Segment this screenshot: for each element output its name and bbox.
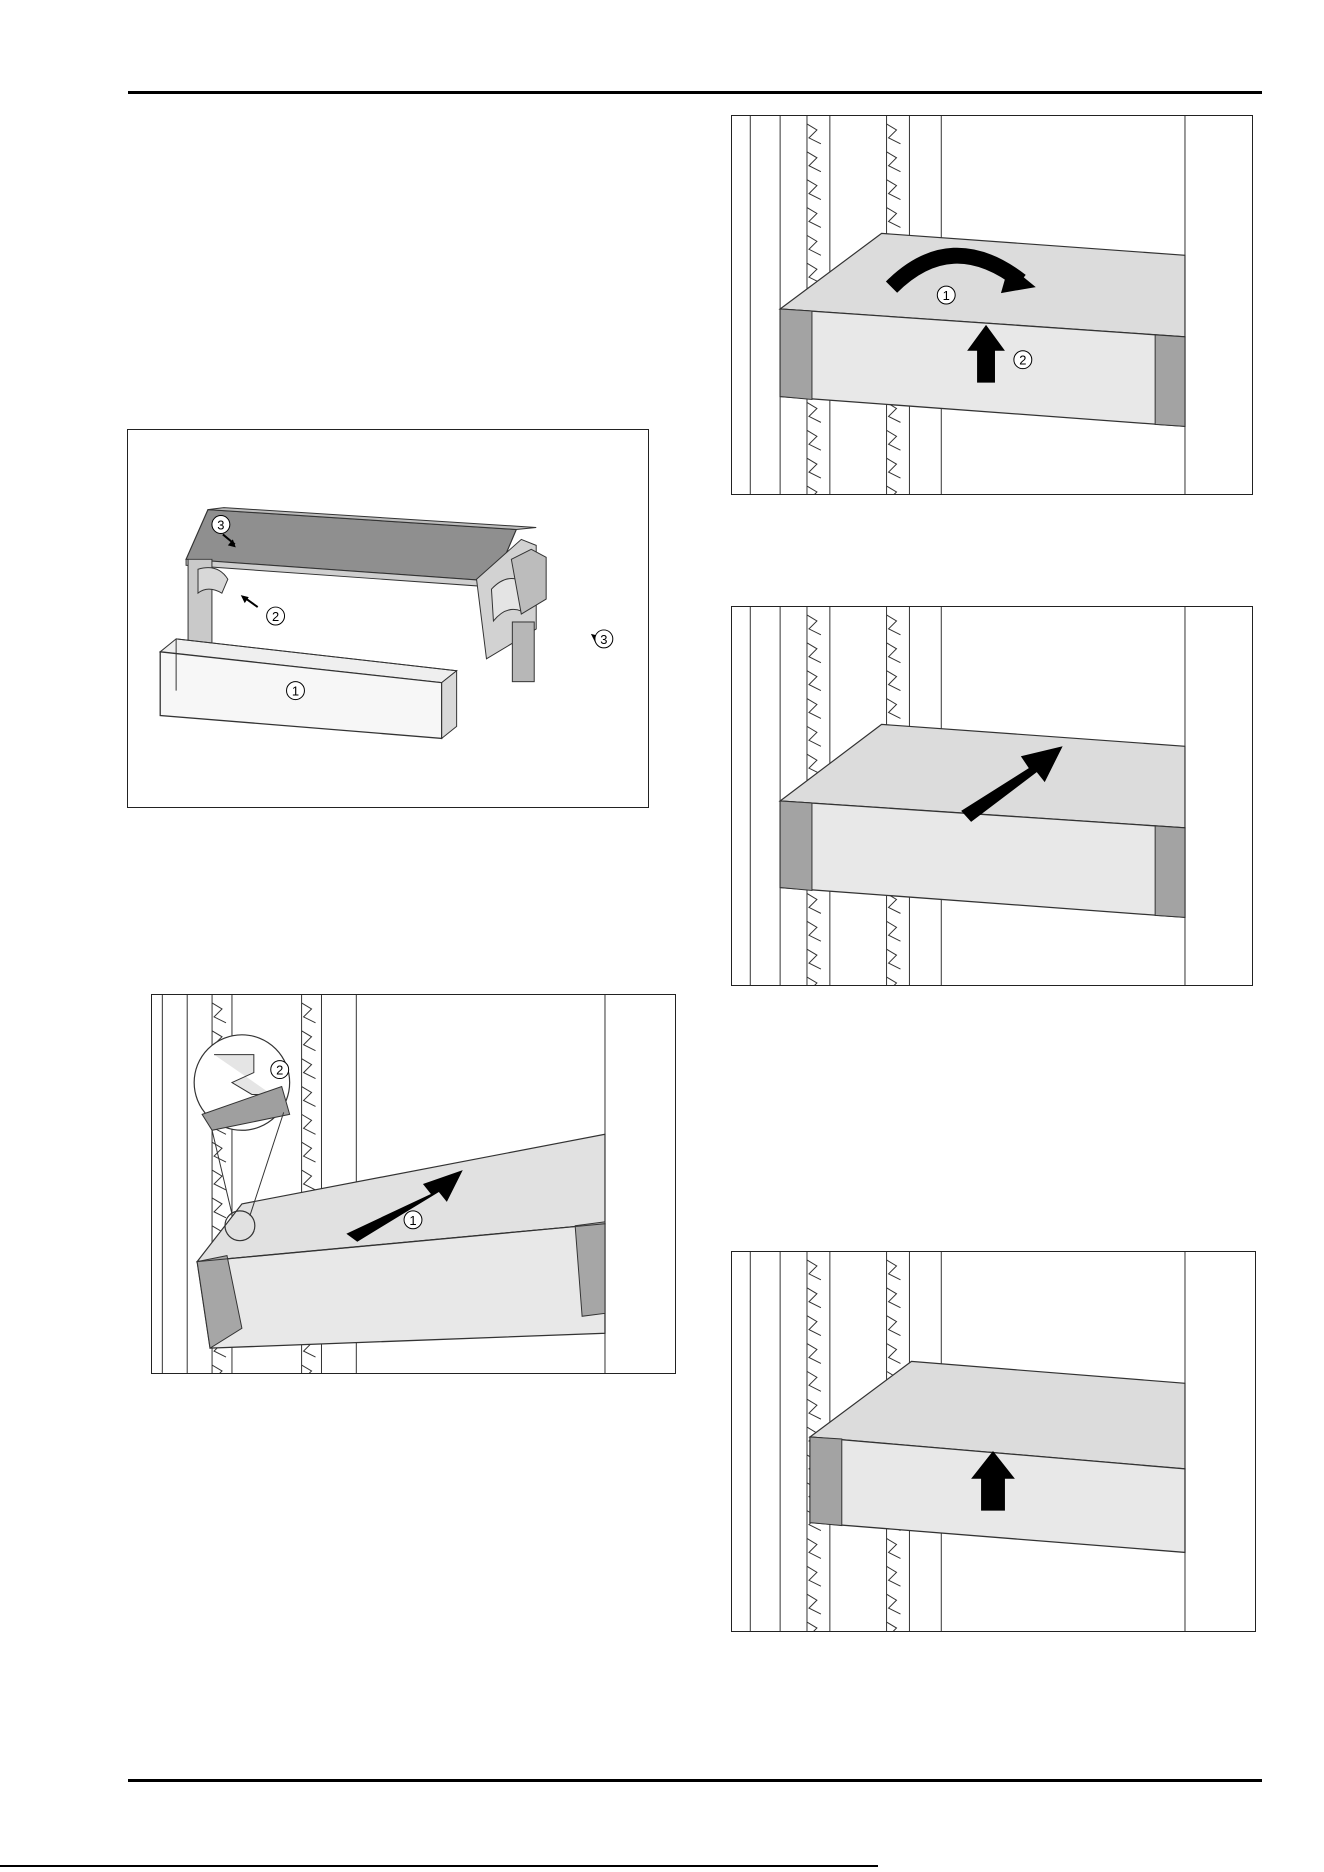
rack-slot [807,977,821,985]
rack-slot [807,699,821,719]
callout-1: 1 [937,286,955,304]
rack-slot [302,1087,316,1107]
rack-slot [807,921,821,941]
rack-slot [887,671,901,691]
rack-slot [887,643,901,663]
bottom-thin-rule [0,1865,878,1867]
rack-slot [887,1316,901,1336]
rack-slot [807,949,821,969]
rack-slot [887,1538,901,1558]
callout-1: 1 [287,682,305,700]
rack-slot [807,180,821,200]
rack-slot [212,1003,226,1023]
rack-slot [887,152,901,172]
rack-slot [807,486,821,494]
figure-lift-up [731,1251,1256,1632]
rack-slot [302,1142,316,1162]
drawer-parts-illustration: 3 2 3 1 [128,430,648,807]
rack-slot [887,180,901,200]
rack-slot [887,921,901,941]
rack-slot [807,615,821,635]
lift-up-illustration [732,1252,1255,1631]
rack-slot [887,1566,901,1586]
svg-text:1: 1 [943,288,950,303]
rack-slot [887,1344,901,1364]
rack-slot [302,1059,316,1079]
svg-text:3: 3 [600,632,607,647]
push-in-illustration [732,607,1252,985]
rack-slot [807,671,821,691]
svg-text:1: 1 [292,684,299,699]
svg-text:2: 2 [1019,353,1026,368]
rack-slot [807,1288,821,1308]
rack-slot [887,486,901,494]
figure-drawer-parts: 3 2 3 1 [127,429,649,808]
rack-slot [807,458,821,478]
footer-rule [128,1779,1262,1782]
figure-insert-hook: 2 1 [151,994,676,1374]
rack-slot [887,458,901,478]
rack-slot [807,235,821,255]
rack-slot [807,208,821,228]
figure-tilt-lift: 1 2 [731,115,1253,495]
svg-text:2: 2 [276,1063,283,1078]
rack-slot [807,1622,821,1631]
rack-slot [887,208,901,228]
rack-slot [887,699,901,719]
insert-hook-illustration: 2 1 [152,995,675,1373]
tilt-lift-illustration: 1 2 [732,116,1252,494]
rack-slot [302,1170,316,1190]
rack-slot [807,1594,821,1614]
svg-text:2: 2 [272,609,279,624]
rack-slot [887,977,901,985]
rack-slot [212,1365,226,1373]
rack-slot [807,124,821,144]
rack-slot [807,1371,821,1391]
callout-2: 2 [267,607,285,625]
callout-1: 1 [404,1211,422,1229]
callout-2: 2 [1014,351,1032,369]
rack-slot [887,430,901,450]
rack-slot [807,893,821,913]
rack-slot [807,1566,821,1586]
rack-slot [212,1198,226,1218]
figure-push-in [731,606,1253,986]
rack-slot [302,1114,316,1134]
callout-2: 2 [271,1061,289,1079]
rack-slot [807,430,821,450]
callout-3-left: 3 [212,516,230,534]
rack-slot [302,1031,316,1051]
rack-slot [302,1365,316,1373]
rack-slot [807,1316,821,1336]
rack-slot [807,1399,821,1419]
rack-slot [887,949,901,969]
rack-slot [887,1594,901,1614]
header-rule [128,91,1262,94]
rack-slot [887,1288,901,1308]
rack-slot [887,1622,901,1631]
callout-3-right: 3 [595,630,613,648]
rack-slot [807,1538,821,1558]
rack-slot [302,1003,316,1023]
svg-text:3: 3 [217,517,224,532]
rack-slot [807,726,821,746]
rack-slot [887,1260,901,1280]
rack-slot [807,402,821,422]
svg-text:1: 1 [409,1213,416,1228]
rack-slot [887,124,901,144]
rack-slot [887,615,901,635]
rack-slot [807,1344,821,1364]
rack-slot [807,643,821,663]
rack-slot [807,1260,821,1280]
rack-slot [807,152,821,172]
